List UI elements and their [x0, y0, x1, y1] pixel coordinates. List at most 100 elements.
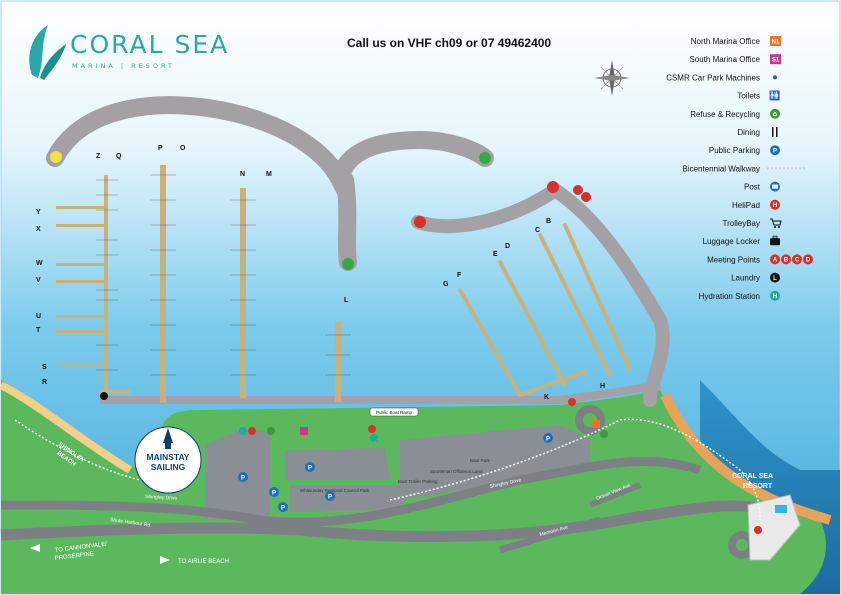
legend-label: Dining [737, 128, 760, 137]
legend-label: Meeting Points [707, 255, 760, 264]
public-boat-ramp: Public Boat Ramp [369, 407, 419, 417]
boat-park-area [400, 425, 590, 500]
ocean-view-ave-road [588, 482, 642, 508]
light-green-icon [342, 258, 354, 270]
pier-label: G [443, 281, 449, 288]
carpark-west [205, 430, 270, 520]
pier-label: S [42, 364, 47, 371]
legend-label: CSMR Car Park Machines [666, 73, 760, 82]
laundry-icon: L [770, 272, 780, 283]
logo-title: CORAL SEA [70, 30, 229, 59]
legend-label: Hydration Station [699, 292, 760, 301]
direction-airlie: TO AIRLIE BEACH [160, 556, 229, 565]
parking-icon [269, 487, 279, 497]
recycle-icon: ♻ [770, 108, 780, 119]
pier-label: W [36, 260, 43, 267]
bicentennial-walkway [389, 418, 761, 521]
legend-label: Bicentennial Walkway [682, 164, 760, 173]
logo: CORAL SEA MARINA | RESORT [29, 25, 229, 80]
light-green-icon [479, 152, 491, 164]
resort-beach [660, 392, 832, 525]
pier-label: Z [96, 153, 101, 160]
parking-icon [238, 472, 248, 482]
light-red-icon [414, 216, 426, 228]
pier-label: R [42, 379, 47, 386]
pier-label: O [180, 145, 186, 152]
meeting-point-icon [248, 427, 256, 435]
svg-text:P: P [281, 506, 285, 512]
pier-label: M [266, 171, 272, 178]
svg-text:L: L [773, 276, 777, 282]
badge-square: N1 [770, 36, 781, 46]
svg-text:P: P [241, 476, 245, 482]
light-yellow-icon [50, 151, 62, 163]
regional-council-label: Whitsunday Regional Council Park [300, 488, 370, 493]
pier-label: V [36, 277, 41, 284]
svg-text:H: H [773, 294, 777, 300]
svg-text:TO AIRLIE BEACH: TO AIRLIE BEACH [178, 559, 229, 565]
pier-label: Q [116, 153, 122, 160]
mainstay-sailing: MAINSTAY SAILING [134, 426, 202, 494]
legend-label: Luggage Locker [703, 237, 761, 246]
pier-label: F [457, 272, 462, 279]
badge-square: S1 [770, 54, 781, 65]
dining-icon [772, 127, 778, 137]
pier-label: X [36, 226, 41, 233]
compass-rose-icon [594, 60, 630, 96]
svg-text:PROSERPINE: PROSERPINE [55, 551, 95, 562]
carpark-centre [285, 448, 390, 480]
parking-icon [543, 433, 553, 443]
legend-label: TrolleyBay [723, 219, 761, 228]
svg-text:♻: ♻ [772, 111, 777, 118]
south-office-icon [300, 427, 308, 435]
svg-text:C: C [795, 258, 800, 264]
svg-text:N1: N1 [772, 40, 780, 46]
resort-label-1: CORAL SEA [732, 473, 773, 480]
pier-label: L [344, 297, 349, 304]
recycle-icon [267, 427, 275, 435]
trolley-icon [770, 218, 782, 228]
legend-label: Laundry [731, 274, 760, 283]
road-label-shingley-west: Shingley Drive [145, 494, 178, 502]
svg-text:A: A [773, 258, 778, 264]
bicentennial-walkway [14, 419, 141, 481]
pier-label: D [505, 243, 510, 250]
mainstay-line-2: SAILING [151, 462, 186, 472]
east-piers [458, 223, 632, 397]
shingley-drive-road [0, 456, 702, 527]
contact-line: Call us on VHF ch09 or 07 49462400 [347, 36, 551, 50]
lighthouse-icon [163, 428, 173, 443]
pier-label: B [546, 218, 551, 225]
arrow-right-icon [160, 556, 170, 564]
boat-park-label: Boat Park [470, 458, 491, 463]
pier-label: N [240, 171, 245, 178]
helipad-icon [581, 192, 591, 202]
regional-park-lot [290, 485, 405, 512]
toilets-icon: 🚻 [769, 90, 780, 101]
recycle-icon [600, 430, 608, 438]
pier-label: K [544, 394, 549, 401]
promenade [100, 381, 661, 404]
svg-text:B: B [784, 258, 789, 264]
legend-label: North Marina Office [691, 37, 761, 46]
boat-trailer-label: Boat Trailer Parking [398, 479, 438, 484]
parking-icon: P [770, 145, 780, 156]
legend-label: Public Parking [709, 146, 760, 155]
mamoon-ave-road [498, 516, 602, 554]
svg-text:P: P [272, 491, 276, 497]
pier-label: P [158, 145, 163, 152]
svg-text:H: H [773, 203, 777, 209]
coral-logo-icon [29, 25, 48, 78]
resort-pool [775, 505, 787, 513]
breakwall-east [411, 181, 670, 407]
parking-icon [325, 491, 335, 501]
legend-label: Toilets [737, 92, 760, 101]
map-markers: P P P P P P [100, 185, 762, 534]
north-office-icon [592, 420, 600, 428]
locker-icon [770, 235, 780, 246]
west-piers [56, 165, 341, 403]
meeting-point-icon [754, 526, 762, 534]
svg-text:P: P [546, 437, 550, 443]
